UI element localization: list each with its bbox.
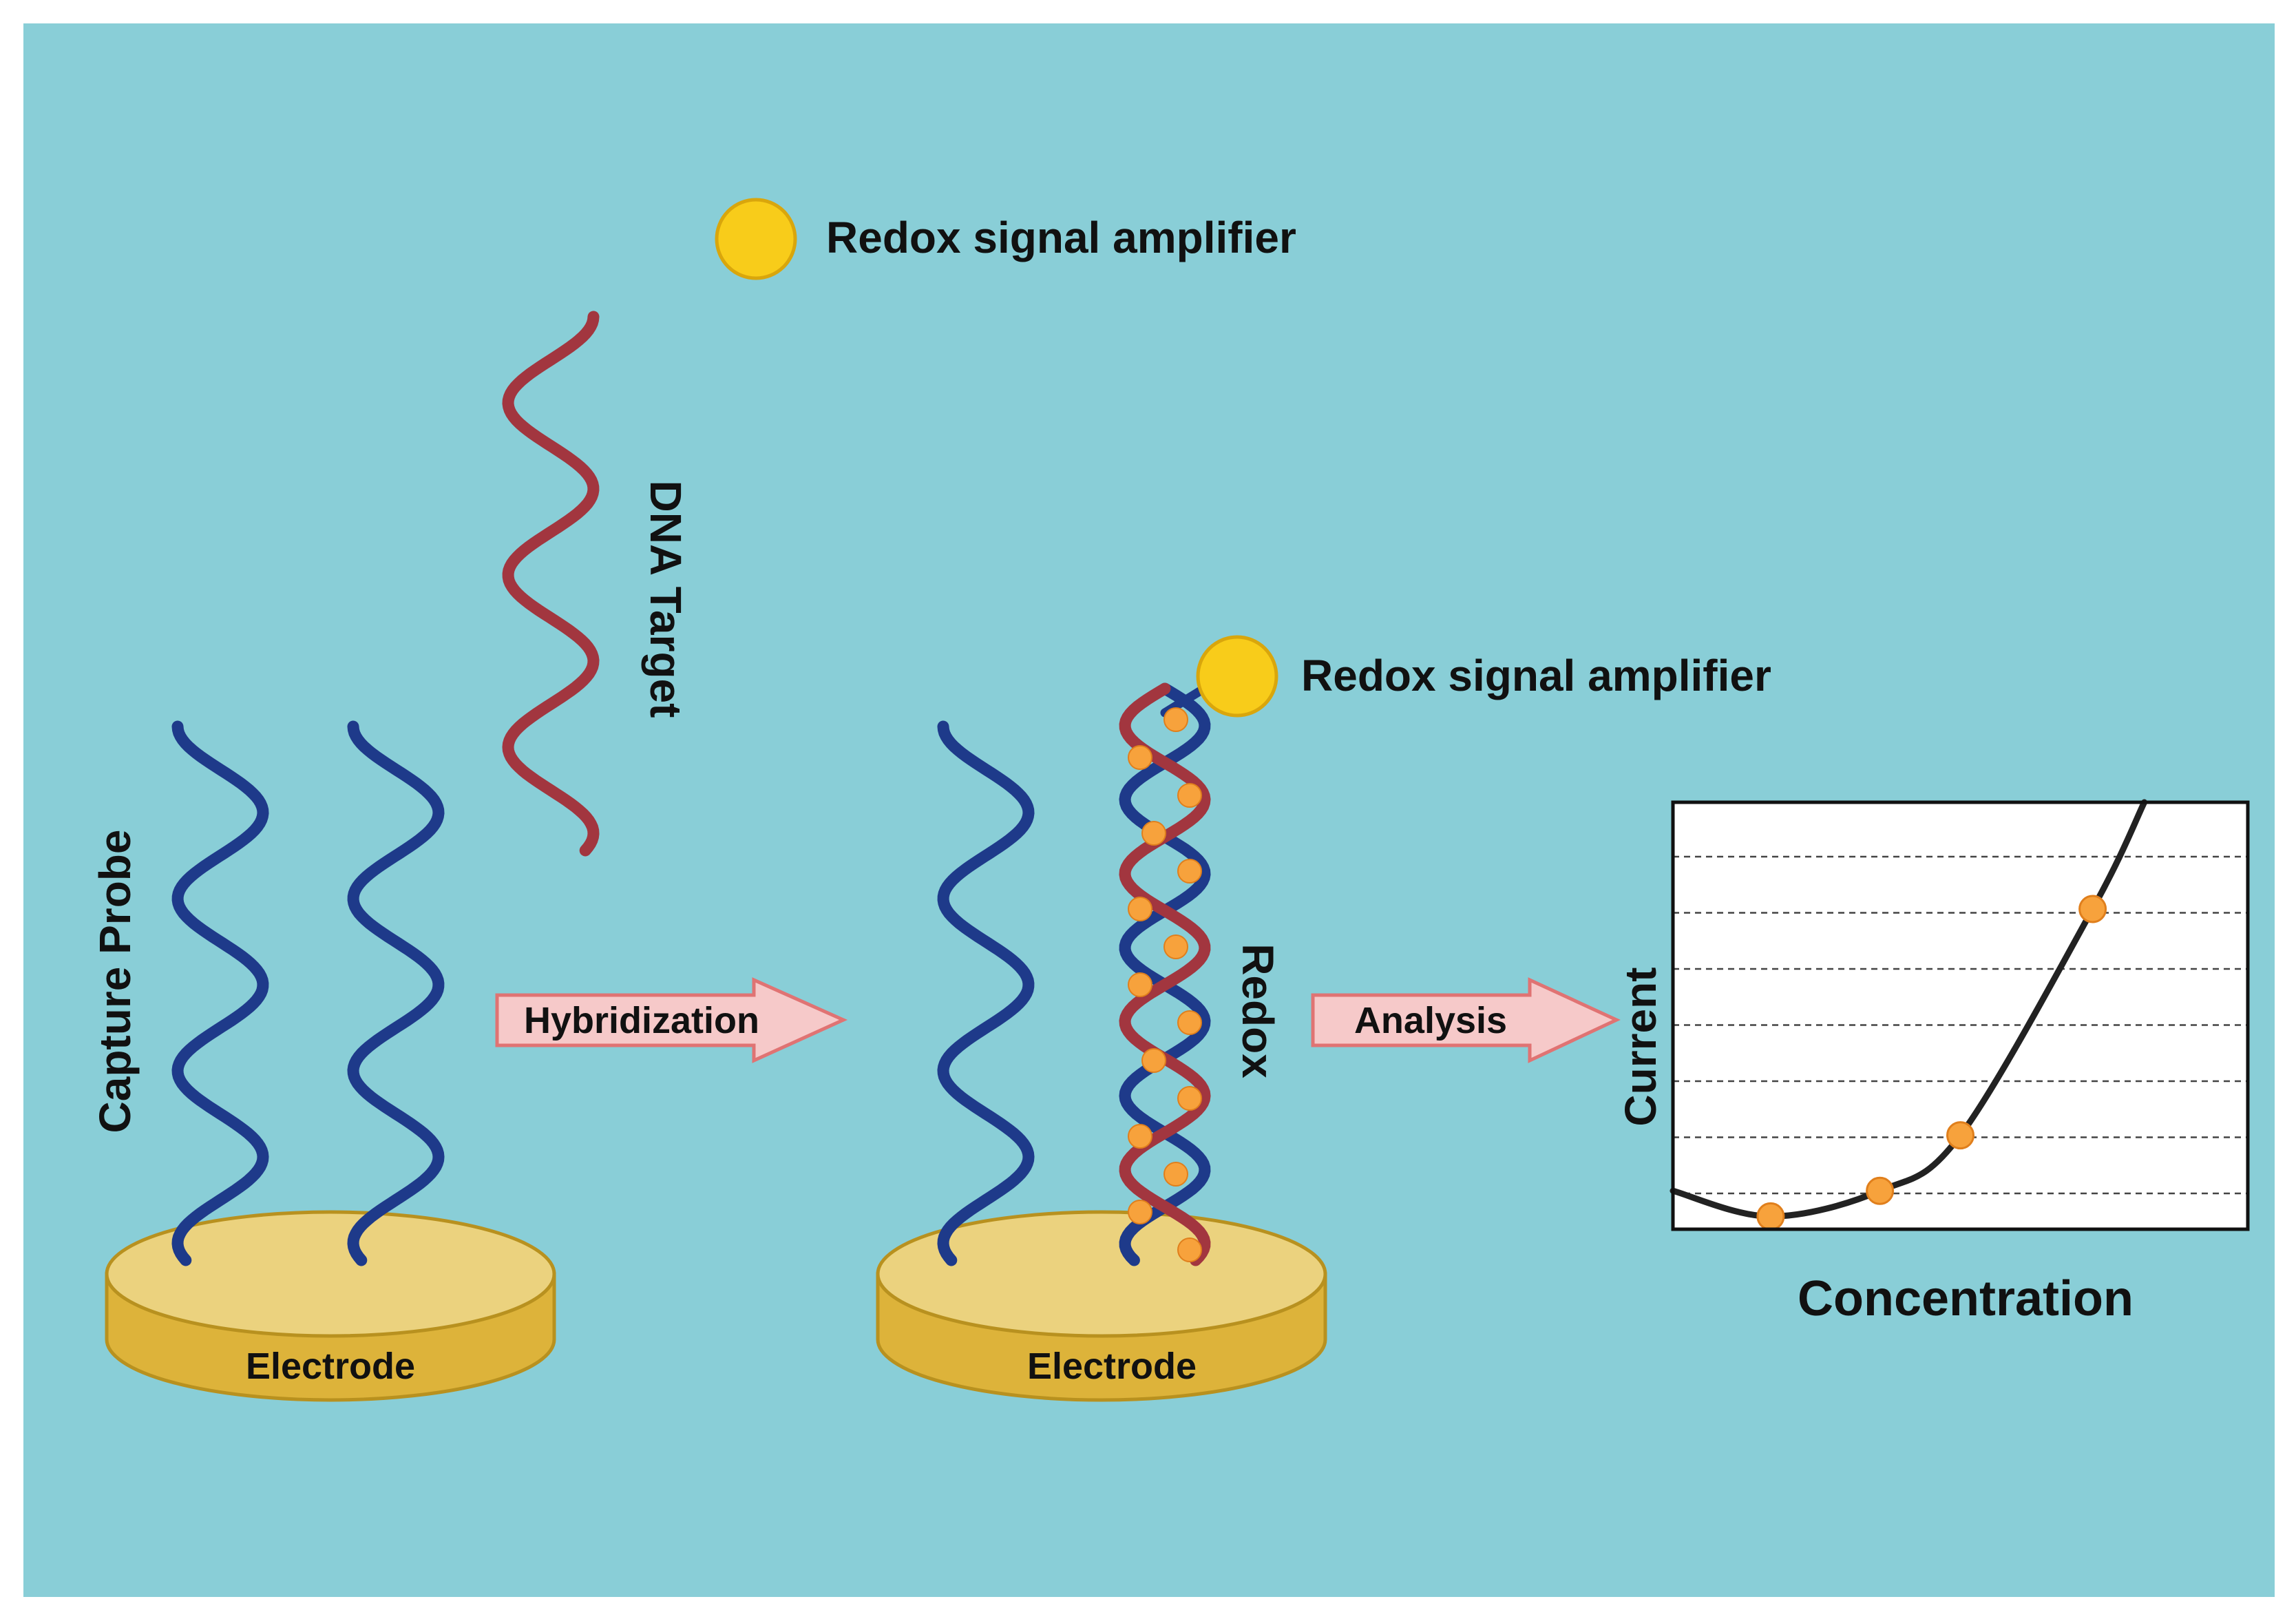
- plot-xlabel: Concentration: [1798, 1271, 2134, 1326]
- redox-dot: [1163, 707, 1188, 732]
- redox-dots: [1128, 707, 1202, 1262]
- hybridization-arrow: Hybridization: [495, 977, 848, 1063]
- plot-points: [1756, 895, 2107, 1231]
- redox-dot: [1128, 972, 1152, 997]
- redox-dot: [1128, 1200, 1152, 1224]
- duplex-target-strand: [1119, 682, 1211, 1266]
- analysis-label: Analysis: [1354, 1000, 1507, 1041]
- redox-dot: [1177, 1237, 1202, 1262]
- plot-area: [1673, 802, 2248, 1229]
- redox-dot: [1163, 934, 1188, 959]
- redox-label: Redox: [1233, 943, 1283, 1078]
- hybridization-arrow-icon: [495, 977, 848, 1063]
- redox-dot: [1141, 821, 1166, 846]
- plot-ylabel: Current: [1616, 967, 1665, 1126]
- redox-dot: [1128, 1124, 1152, 1149]
- capture-probe-strand-1: [171, 720, 269, 1266]
- plot-point: [2078, 895, 2107, 923]
- redox-dot: [1177, 859, 1202, 884]
- redox-dot: [1128, 745, 1152, 770]
- capture-probe-strand-2: [347, 720, 445, 1266]
- amplifier-legend-label: Redox signal amplifier: [826, 213, 1296, 262]
- plot-point: [1946, 1121, 1974, 1150]
- redox-dot: [1177, 1010, 1202, 1035]
- redox-dot: [1163, 1162, 1188, 1187]
- dna-target-strand: [502, 311, 600, 857]
- calibration-plot: Concentration Current: [1616, 799, 2250, 1326]
- dna-target-label: DNA Target: [641, 481, 691, 718]
- amplifier-attached-label: Redox signal amplifier: [1301, 651, 1771, 700]
- electrode-left-label: Electrode: [246, 1346, 415, 1387]
- electrode-left: Electrode: [105, 1210, 556, 1402]
- plot-point: [1756, 1202, 1785, 1231]
- electrode-right: Electrode: [876, 1210, 1327, 1402]
- electrode-right-label: Electrode: [1027, 1346, 1197, 1387]
- amplifier-attached-sphere-icon: [1196, 635, 1278, 718]
- amplifier-legend-sphere-icon: [715, 198, 797, 280]
- redox-dot: [1128, 897, 1152, 921]
- plot-frame: [1671, 800, 2250, 1231]
- redox-dot: [1177, 783, 1202, 808]
- redox-dot: [1177, 1086, 1202, 1111]
- plot-point: [1866, 1176, 1895, 1205]
- redox-dot: [1141, 1048, 1166, 1073]
- capture-probe-strand-3: [937, 720, 1035, 1266]
- analysis-arrow-icon: [1311, 977, 1621, 1063]
- capture-probe-label: Capture Probe: [90, 830, 140, 1134]
- duplex-capture-strand: [1119, 682, 1211, 1266]
- hybridization-label: Hybridization: [524, 1000, 759, 1041]
- analysis-arrow: Analysis: [1311, 977, 1621, 1063]
